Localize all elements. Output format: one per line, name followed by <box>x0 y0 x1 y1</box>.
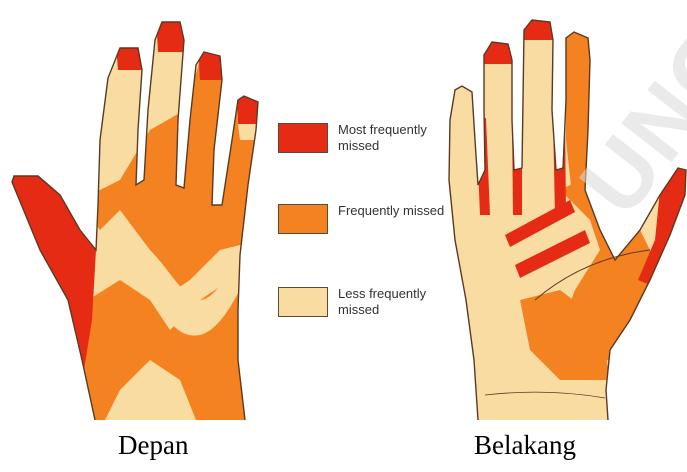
legend-swatch-less <box>278 287 328 317</box>
legend-label-less: Less frequently missed <box>338 286 448 318</box>
caption-front: Depan <box>118 430 188 461</box>
front-fingernail-middle <box>156 18 186 52</box>
legend-swatch-frequent <box>278 204 328 234</box>
legend-swatch-most <box>278 123 328 153</box>
front-hand <box>0 18 262 430</box>
front-thumb-most <box>0 150 96 370</box>
legend-label-most: Most frequently missed <box>338 122 448 154</box>
legend-label-frequent: Frequently missed <box>338 203 448 219</box>
caption-back: Belakang <box>474 430 576 461</box>
